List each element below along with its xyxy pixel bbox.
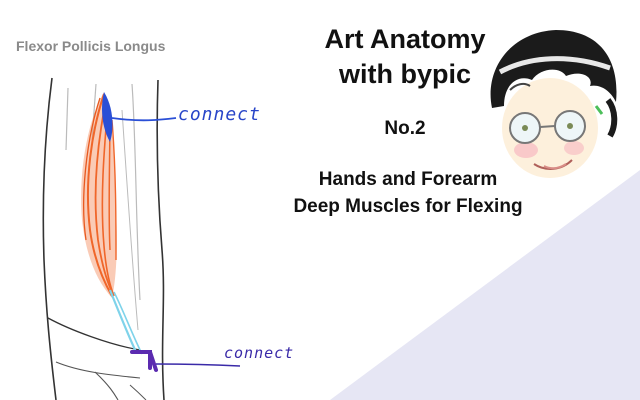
connect-annotation-bottom: connect (224, 344, 295, 362)
topic-line-2: Deep Muscles for Flexing (293, 196, 523, 217)
muscle-name-label: Flexor Pollicis Longus (16, 38, 166, 54)
connect-annotation-top: connect (178, 104, 261, 125)
topic-subtitle: Hands and Forearm Deep Muscles for Flexi… (258, 166, 558, 220)
title-line-2: with bypic (338, 59, 471, 89)
avatar (490, 30, 618, 178)
arm-outline-right (156, 79, 165, 400)
arm-outline-left (42, 77, 57, 400)
flexor-pollicis-longus-muscle (81, 92, 117, 298)
avatar-glasses (509, 110, 586, 144)
insertion-marker (130, 350, 158, 372)
avatar-hair (490, 30, 617, 108)
tendon (108, 289, 143, 355)
episode-number: No.2 (384, 118, 426, 139)
topic-line-1: Hands and Forearm (318, 169, 498, 190)
origin-marker (102, 92, 113, 142)
title-line-1: Art Anatomy (324, 24, 486, 54)
page-title: Art Anatomy with bypic (300, 22, 510, 92)
